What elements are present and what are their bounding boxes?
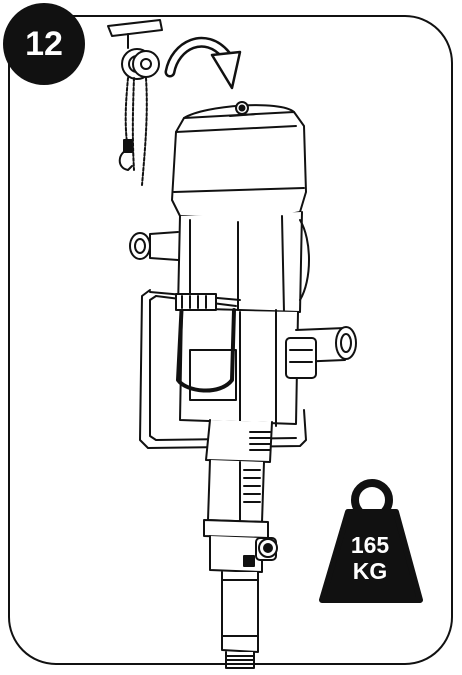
step-badge: 12 [3, 3, 85, 85]
weight-unit: KG [352, 558, 388, 584]
weight-label: 165 KG [335, 532, 405, 584]
weight-icon [319, 479, 423, 603]
lift-arrow-icon [164, 36, 242, 90]
chain-hoist-icon [107, 19, 163, 186]
weight-value: 165 [350, 532, 390, 558]
step-number: 12 [25, 24, 63, 63]
